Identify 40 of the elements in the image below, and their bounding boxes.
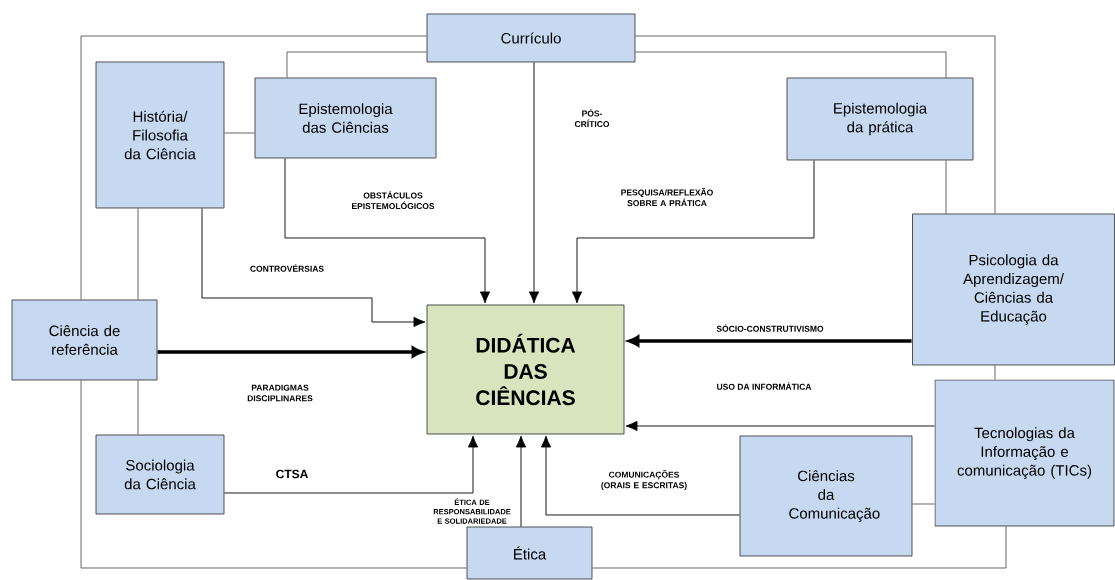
connector-line <box>994 365 996 380</box>
connector-line <box>80 35 427 300</box>
edge-label: PESQUISA/REFLEXÃO SOBRE A PRÁTICA <box>621 187 713 207</box>
arrow <box>284 158 491 304</box>
edge-label: SÓCIO-CONSTRUTIVISMO <box>716 324 824 332</box>
arrow <box>625 420 935 432</box>
connector-line <box>80 380 467 569</box>
connector-line <box>286 51 427 78</box>
edge-label: CTSA <box>276 469 308 479</box>
arrow <box>201 208 426 328</box>
topic-box: Psicologia da Aprendizagem/ Ciências da Educação <box>912 213 1115 366</box>
connector-line <box>137 208 139 300</box>
connector-line <box>137 380 139 435</box>
arrow <box>528 62 540 304</box>
connector-line <box>635 35 996 214</box>
connector-line <box>912 503 935 505</box>
connector-line <box>224 132 255 134</box>
topic-box: História/ Filosofia da Ciência <box>95 61 225 209</box>
arrow <box>224 435 479 494</box>
arrow <box>540 435 740 516</box>
connector-line <box>635 51 947 78</box>
topic-box: Epistemologia das Ciências <box>254 77 437 159</box>
central-box: DIDÁTICA DAS CIÊNCIAS <box>426 304 625 435</box>
edge-label: PÓS-CRÍTICO <box>574 108 610 128</box>
connector-line <box>592 526 1007 569</box>
topic-box: Ciências da Comunicação <box>739 435 913 557</box>
topic-box: Tecnologias da Informação e comunicação (TICs) <box>934 379 1115 527</box>
topic-box: Currículo <box>426 13 636 63</box>
arrow <box>571 160 815 304</box>
connector-line <box>945 160 947 214</box>
edge-label: CONTROVÉRSIAS <box>250 264 324 272</box>
topic-box: Ciência de referência <box>11 299 158 381</box>
edge-label: COMUNICAÇÕES (ORAIS E ESCRITAS) <box>601 470 687 490</box>
arrow <box>515 435 527 527</box>
topic-box: Ética <box>466 526 593 580</box>
edge-label: USO DA INFORMÁTICA <box>717 382 812 390</box>
edge-label: OBSTÁCULOS EPISTEMOLÓGICOS <box>352 190 435 210</box>
topic-box: Sociologia da Ciência <box>95 434 225 515</box>
topic-box: Epistemologia da prática <box>786 77 974 161</box>
edge-label: PARADIGMAS DISCIPLINARES <box>247 384 313 402</box>
